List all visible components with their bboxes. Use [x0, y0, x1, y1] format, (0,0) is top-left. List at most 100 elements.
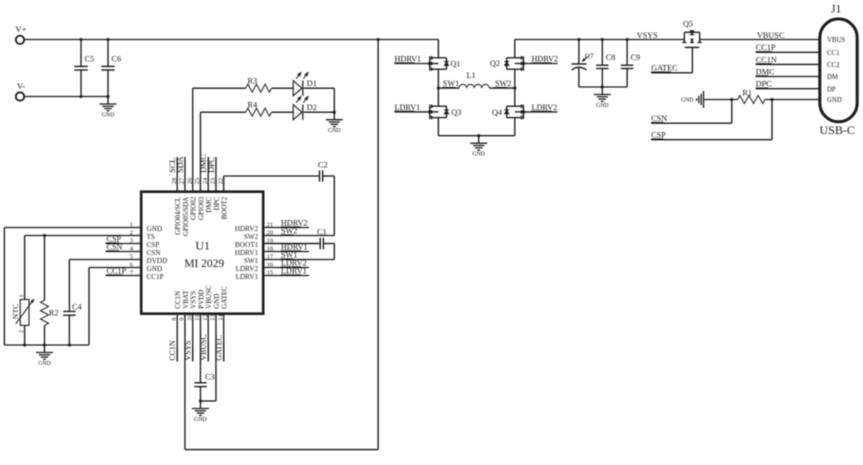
svg-text:DVDD: DVDD: [147, 257, 168, 265]
svg-text:25: 25: [194, 178, 201, 185]
svg-text:GND: GND: [38, 361, 51, 367]
svg-text:23: 23: [210, 178, 217, 185]
svg-text:CSN: CSN: [651, 114, 667, 123]
svg-text:LDRV2: LDRV2: [236, 265, 259, 273]
svg-text:CC1N: CC1N: [168, 340, 177, 360]
svg-text:2: 2: [18, 330, 25, 333]
svg-text:Q4: Q4: [492, 108, 502, 117]
svg-text:DPC: DPC: [756, 80, 772, 89]
svg-text:SW2: SW2: [495, 79, 511, 88]
svg-text:2: 2: [130, 230, 133, 237]
svg-text:MI 2029: MI 2029: [184, 258, 224, 270]
svg-text:GPIO02: GPIO02: [190, 196, 198, 220]
svg-text:SCL: SCL: [168, 158, 177, 173]
svg-text:GATEC: GATEC: [221, 286, 229, 309]
svg-text:VBUSC: VBUSC: [199, 334, 208, 360]
svg-text:3: 3: [130, 238, 133, 245]
svg-text:8: 8: [171, 318, 178, 321]
svg-text:CC1: CC1: [827, 50, 839, 57]
svg-text:CC1P: CC1P: [147, 273, 164, 281]
svg-text:19: 19: [267, 238, 274, 245]
svg-text:TS: TS: [147, 233, 155, 241]
svg-text:CSP: CSP: [107, 234, 122, 243]
svg-text:VBUSC: VBUSC: [757, 31, 785, 40]
svg-text:LDRV2: LDRV2: [532, 103, 558, 112]
svg-text:21: 21: [267, 222, 274, 229]
svg-text:C2: C2: [318, 161, 328, 170]
svg-text:CC1N: CC1N: [174, 291, 182, 309]
svg-text:C3: C3: [205, 372, 215, 381]
svg-text:D2: D2: [307, 103, 317, 112]
svg-text:VSYS: VSYS: [190, 291, 198, 309]
svg-text:26: 26: [186, 177, 193, 184]
svg-text:DMC: DMC: [756, 67, 775, 76]
svg-text:SW2: SW2: [244, 233, 259, 241]
svg-text:6: 6: [130, 262, 134, 269]
svg-text:7: 7: [130, 270, 134, 277]
svg-text:5: 5: [130, 254, 133, 261]
svg-text:HDRV2: HDRV2: [532, 54, 559, 63]
svg-text:LDRV1: LDRV1: [395, 103, 421, 112]
svg-text:R4: R4: [248, 100, 258, 109]
svg-text:CSN: CSN: [147, 249, 162, 257]
svg-text:GND: GND: [194, 417, 207, 423]
svg-text:HDRV1: HDRV1: [395, 54, 422, 63]
svg-text:GND: GND: [147, 225, 163, 233]
svg-text:VBUSC: VBUSC: [205, 285, 213, 309]
svg-text:DP: DP: [827, 86, 836, 93]
svg-text:V-: V-: [17, 81, 25, 91]
svg-text:20: 20: [267, 230, 274, 237]
svg-text:LDRV1: LDRV1: [281, 266, 307, 275]
svg-text:4: 4: [130, 246, 134, 253]
svg-text:GND: GND: [827, 97, 842, 104]
svg-text:9: 9: [179, 318, 186, 321]
svg-text:14: 14: [217, 314, 224, 321]
svg-text:NTC: NTC: [11, 304, 20, 320]
svg-text:Q1: Q1: [451, 59, 461, 68]
svg-text:SW1: SW1: [443, 79, 459, 88]
svg-text:28: 28: [171, 178, 178, 185]
svg-text:Q2: Q2: [490, 59, 500, 68]
svg-text:CC2: CC2: [827, 62, 840, 69]
svg-text:V+: V+: [15, 24, 26, 34]
svg-text:CSP: CSP: [651, 131, 666, 140]
svg-text:VSYS: VSYS: [184, 340, 193, 360]
svg-text:GATEC: GATEC: [651, 64, 678, 73]
svg-text:DPC: DPC: [207, 156, 216, 172]
svg-text:DMC: DMC: [199, 154, 208, 173]
svg-text:C6: C6: [112, 55, 122, 64]
svg-text:GPIO03: GPIO03: [197, 196, 205, 220]
svg-text:Q3: Q3: [451, 108, 461, 117]
svg-text:GND: GND: [596, 103, 609, 109]
svg-text:R2: R2: [49, 308, 59, 317]
svg-text:C5: C5: [85, 55, 95, 64]
svg-text:GND: GND: [213, 294, 221, 309]
svg-text:GND: GND: [102, 112, 115, 118]
svg-text:17: 17: [267, 254, 274, 261]
svg-text:DMC: DMC: [205, 196, 213, 212]
svg-text:HDRV2: HDRV2: [235, 225, 259, 233]
svg-text:1: 1: [18, 294, 25, 297]
svg-text:HDRV1: HDRV1: [235, 249, 259, 257]
svg-text:HDRV1: HDRV1: [281, 242, 308, 251]
svg-text:R3: R3: [248, 76, 258, 85]
svg-text:CC1P: CC1P: [756, 43, 776, 52]
svg-text:1: 1: [130, 222, 133, 229]
svg-text:DM: DM: [827, 74, 838, 81]
svg-text:BOOT1: BOOT1: [235, 241, 259, 249]
svg-text:GND: GND: [472, 152, 485, 158]
svg-text:GND: GND: [147, 265, 163, 273]
svg-text:13: 13: [210, 314, 217, 321]
svg-text:C4: C4: [72, 302, 82, 311]
svg-text:C8: C8: [606, 53, 616, 62]
svg-text:GND: GND: [681, 98, 694, 104]
svg-text:USB-C: USB-C: [820, 123, 855, 137]
svg-text:DPC: DPC: [213, 196, 221, 210]
svg-text:24: 24: [202, 177, 209, 184]
svg-text:27: 27: [179, 177, 186, 184]
svg-text:SDA: SDA: [176, 156, 185, 172]
svg-text:GND: GND: [328, 128, 341, 134]
svg-text:CSP: CSP: [147, 241, 160, 249]
svg-text:CC1N: CC1N: [756, 55, 777, 64]
svg-text:LDRV1: LDRV1: [236, 273, 259, 281]
